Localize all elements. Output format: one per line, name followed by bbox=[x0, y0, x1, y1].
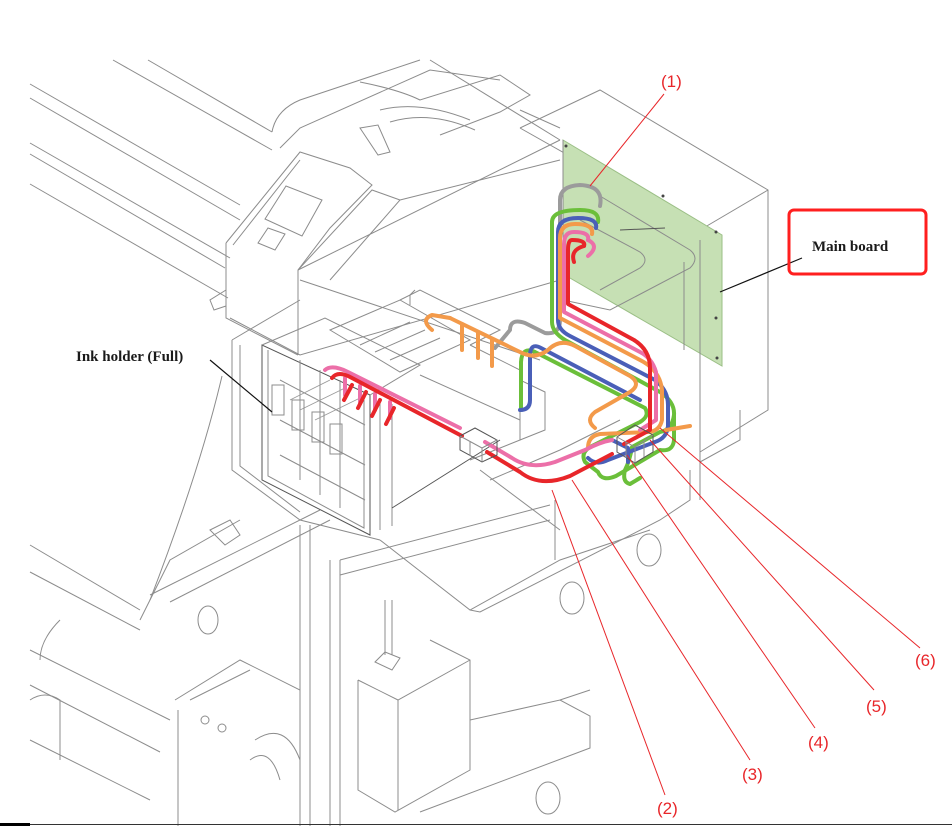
callout-1: (1) bbox=[661, 72, 682, 91]
callout-3: (3) bbox=[742, 765, 763, 784]
main-board-label: Main board bbox=[812, 239, 889, 255]
ink-holder-label: Ink holder (Full) bbox=[76, 349, 183, 365]
leader-2 bbox=[551, 489, 666, 796]
callout-2: (2) bbox=[657, 799, 678, 818]
leader-6 bbox=[659, 427, 921, 649]
leader-1 bbox=[589, 93, 665, 187]
cable-red bbox=[566, 238, 652, 446]
connectors bbox=[459, 424, 654, 464]
callout-numbers: (1) (2) (3) (4) (5) (6) bbox=[657, 72, 936, 818]
callout-4: (4) bbox=[808, 733, 829, 752]
ink-holder-assembly bbox=[261, 289, 546, 536]
callout-5: (5) bbox=[866, 697, 887, 716]
leader-ink-holder bbox=[209, 359, 273, 413]
leader-5 bbox=[649, 439, 875, 691]
main-board-highlight-box bbox=[787, 208, 928, 276]
callout-6: (6) bbox=[915, 651, 936, 670]
leader-3 bbox=[571, 479, 751, 761]
main-board-label-group: Main board bbox=[787, 208, 928, 276]
callout-leaders bbox=[209, 93, 921, 796]
cable-pink bbox=[562, 230, 658, 432]
leader-4 bbox=[626, 454, 816, 729]
page-bottom-rule bbox=[0, 823, 952, 826]
